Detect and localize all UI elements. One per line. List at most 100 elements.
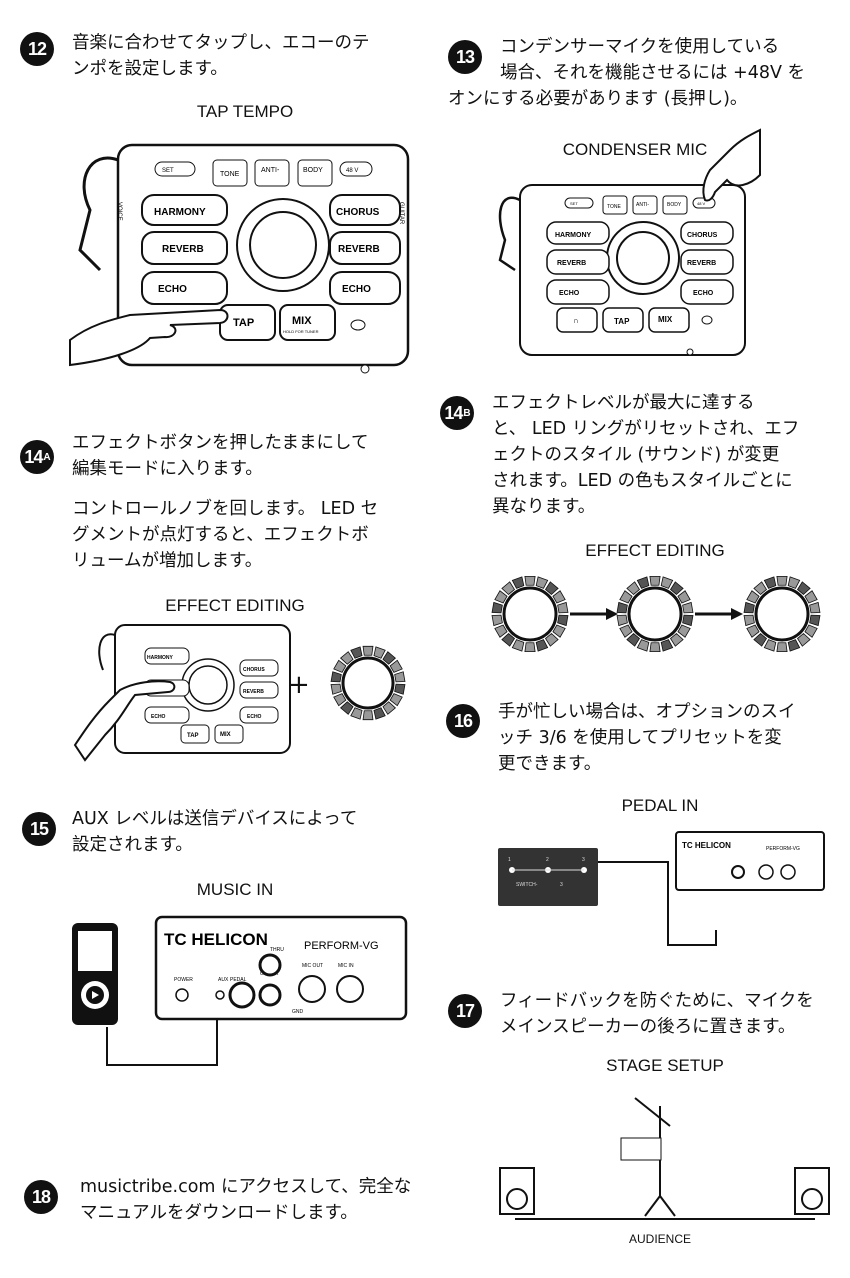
model-name: PERFORM-VG xyxy=(304,940,379,952)
led-segment xyxy=(669,581,684,596)
step-13-badge: 13 xyxy=(448,40,482,74)
led-segment xyxy=(524,575,536,586)
step-16-line-2: ッチ 3/6 を使用してプリセットを変 xyxy=(498,728,782,748)
led-segment xyxy=(557,614,569,627)
aux-cable xyxy=(106,1019,218,1066)
led-segment xyxy=(544,632,559,647)
stage-setup-illustration xyxy=(499,1097,830,1220)
led-segment xyxy=(350,707,363,720)
reverb-left-button: REVERB xyxy=(162,244,204,255)
echo-right-button: ECHO xyxy=(247,714,262,720)
led-segment xyxy=(362,645,374,656)
led-segment xyxy=(660,576,674,589)
led-segment xyxy=(753,581,768,596)
step-17-line-2: メインスピーカーの後ろに置きます。 xyxy=(500,1017,796,1037)
led-segment xyxy=(491,614,503,627)
stage-setup-caption: STAGE SETUP xyxy=(606,1056,724,1075)
step-18-line-1: musictribe.com にアクセスして、完全な xyxy=(80,1177,412,1197)
step-18-badge: 18 xyxy=(24,1180,58,1214)
condenser-mic-illustration: SET TONE ANTI- BODY 48 V HARMONY REVERB … xyxy=(498,128,761,356)
step-number: 17 xyxy=(455,1000,475,1021)
step-13-line-2: 場合、それを機能させるには +48V を xyxy=(500,63,806,83)
led-segment xyxy=(809,614,821,627)
voice-side-label: VOICE xyxy=(116,202,122,221)
led-segment xyxy=(394,683,406,695)
led-ring-sequence-illustration xyxy=(491,575,821,653)
mix-button: MIX xyxy=(292,315,312,327)
pedal-cable xyxy=(598,861,717,946)
knob-center xyxy=(341,656,395,710)
step-17-badge: 17 xyxy=(448,994,482,1028)
led-segment xyxy=(552,624,566,638)
led-segment xyxy=(330,671,342,683)
model-name: PERFORM-VG xyxy=(766,846,800,852)
step-16-line-1: 手が忙しい場合は、オプションのスイ xyxy=(498,702,796,722)
led-segment xyxy=(649,642,661,653)
led-segment xyxy=(394,671,406,683)
hand-icon xyxy=(69,308,229,367)
led-segment xyxy=(382,701,396,715)
led-segment xyxy=(494,590,508,604)
led-segment xyxy=(796,632,811,647)
step-12-text: 音楽に合わせてタップし、エコーのテ ンポを設定します。 xyxy=(72,30,370,82)
led-segment xyxy=(804,624,818,638)
reverb-right-button: REVERB xyxy=(687,260,716,267)
led-segment xyxy=(619,590,633,604)
led-segment xyxy=(552,590,566,604)
anti-feedback-button: ANTI- xyxy=(636,202,649,208)
led-segment xyxy=(763,576,777,589)
step-16-line-3: 更できます。 xyxy=(498,754,602,774)
tap-tempo-illustration: SET TONE ANTI- BODY 48 V HARMONY REVERB … xyxy=(69,143,410,374)
knob-center xyxy=(627,586,683,642)
mix-button: MIX xyxy=(220,732,231,738)
led-segment xyxy=(682,614,694,627)
echo-left-button: ECHO xyxy=(559,290,580,297)
effect-editing-device-illustration: HARMONY REVERB ECHO CHORUS REVERB ECHO T… xyxy=(73,624,291,762)
step-13-line-1: コンデンサーマイクを使用している xyxy=(500,37,780,57)
step-18-line-2: マニュアルをダウンロードします。 xyxy=(80,1203,358,1223)
led-segment xyxy=(501,632,516,647)
48v-button: 48 V xyxy=(346,168,358,174)
footswitch-pedal xyxy=(498,848,598,906)
led-segment xyxy=(677,624,691,638)
led-segment xyxy=(330,683,342,695)
step-14b-line-4: されます。LED の色もスタイルごとに xyxy=(492,471,793,491)
led-segment xyxy=(763,639,777,652)
led-segment xyxy=(619,624,633,638)
led-segment xyxy=(511,576,525,589)
reverb-left-button: REVERB xyxy=(557,260,586,267)
tap-tempo-caption: TAP TEMPO xyxy=(196,102,294,121)
step-sub: B xyxy=(463,407,470,419)
led-segment xyxy=(660,639,674,652)
led-segment xyxy=(511,639,525,652)
set-button: SET xyxy=(570,201,578,206)
led-segment xyxy=(809,601,821,614)
set-button: SET xyxy=(162,168,174,174)
step-15-line-2: 設定されます。 xyxy=(72,835,193,855)
mix-button: MIX xyxy=(658,315,673,324)
step-18-text: musictribe.com にアクセスして、完全な マニュアルをダウンロードし… xyxy=(80,1174,411,1226)
music-in-illustration: TC HELICON PERFORM-VG THRU MIC OUT MIC I… xyxy=(72,915,408,1066)
step-13-text: コンデンサーマイクを使用している 場合、それを機能させるには +48V を オン… xyxy=(448,34,843,112)
control-knob xyxy=(249,211,317,279)
48v-button: 48 V xyxy=(697,201,706,206)
led-ring-knob-icon xyxy=(330,645,406,721)
led-segment xyxy=(389,693,403,707)
mic-in-label: MIC IN xyxy=(338,963,354,969)
step-14b-line-1: エフェクトレベルが最大に達する xyxy=(492,393,755,413)
chorus-button: CHORUS xyxy=(336,207,380,218)
led-segment xyxy=(501,581,516,596)
brand-logo: TC HELICON xyxy=(682,841,731,850)
step-14a-line-5: リュームが増加します。 xyxy=(72,551,263,571)
body-rez-button: BODY xyxy=(303,167,323,174)
harmony-button: HARMONY xyxy=(154,207,206,218)
led-segment xyxy=(743,614,755,627)
step-16-badge: 16 xyxy=(446,704,480,738)
step-14a-line-4: グメントが点灯すると、エフェクトボ xyxy=(72,525,369,545)
step-number: 12 xyxy=(27,38,47,59)
tone-button: TONE xyxy=(220,171,240,178)
led-segment xyxy=(373,707,386,720)
led-segment xyxy=(333,659,347,673)
led-segment xyxy=(535,639,549,652)
